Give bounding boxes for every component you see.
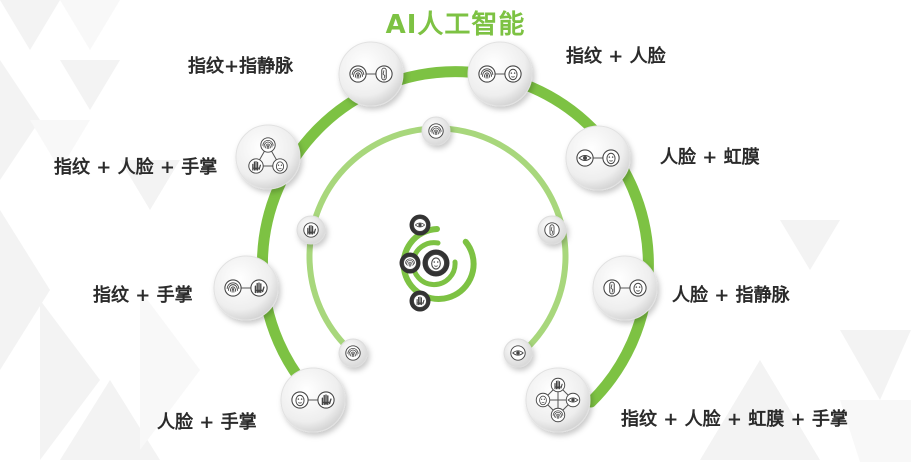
combo-label: 指纹 + 人脸 + 手掌 (54, 157, 218, 178)
page-title: AI人工智能 (385, 10, 526, 40)
face-icon (602, 149, 620, 167)
combo-label: 人脸 + 指静脉 (672, 285, 790, 306)
fingerprint-icon (550, 407, 566, 423)
eye-icon (510, 345, 526, 361)
combo-node (235, 124, 301, 190)
inner-node (338, 338, 368, 368)
finger-vein-icon (375, 65, 393, 83)
face-icon (504, 65, 522, 83)
face-icon (629, 279, 647, 297)
center-node (409, 290, 431, 312)
face-icon (426, 253, 446, 273)
fingerprint-icon (478, 65, 496, 83)
combo-label: 指纹 + 人脸 (566, 46, 666, 67)
center-node (399, 252, 421, 274)
combo-node (213, 255, 279, 321)
palm-icon (550, 377, 566, 393)
combo-label: 人脸 + 虹膜 (660, 147, 760, 168)
eye-icon (565, 392, 581, 408)
palm-icon (250, 279, 268, 297)
face-icon (272, 158, 288, 174)
fingerprint-icon (224, 279, 242, 297)
face-icon (535, 392, 551, 408)
combo-label: 指纹 + 人脸 + 虹膜 + 手掌 (621, 409, 848, 430)
combo-label: 人脸 + 手掌 (157, 412, 257, 433)
palm-icon (303, 222, 319, 238)
fingerprint-icon (428, 123, 444, 139)
combo-node (280, 367, 346, 433)
combo-label: 指纹+指静脉 (188, 56, 294, 77)
eye-icon (413, 218, 427, 232)
inner-node (503, 338, 533, 368)
combo-node (592, 255, 658, 321)
fingerprint-icon (349, 65, 367, 83)
palm-icon (248, 158, 264, 174)
fingerprint-icon (345, 345, 361, 361)
inner-node (537, 215, 567, 245)
finger-vein-icon (544, 222, 560, 238)
fingerprint-icon (260, 137, 276, 153)
center-node (409, 214, 431, 236)
eye-icon (576, 149, 594, 167)
combo-label: 指纹 + 手掌 (93, 285, 193, 306)
center-node (422, 249, 450, 277)
finger-vein-icon (603, 279, 621, 297)
combo-node (565, 125, 631, 191)
combo-node (525, 367, 591, 433)
combo-node (338, 41, 404, 107)
face-icon (291, 391, 309, 409)
combo-node (467, 41, 533, 107)
palm-icon (412, 293, 428, 309)
palm-icon (317, 391, 335, 409)
inner-node (421, 116, 451, 146)
inner-node (296, 215, 326, 245)
fingerprint-icon (403, 256, 417, 270)
